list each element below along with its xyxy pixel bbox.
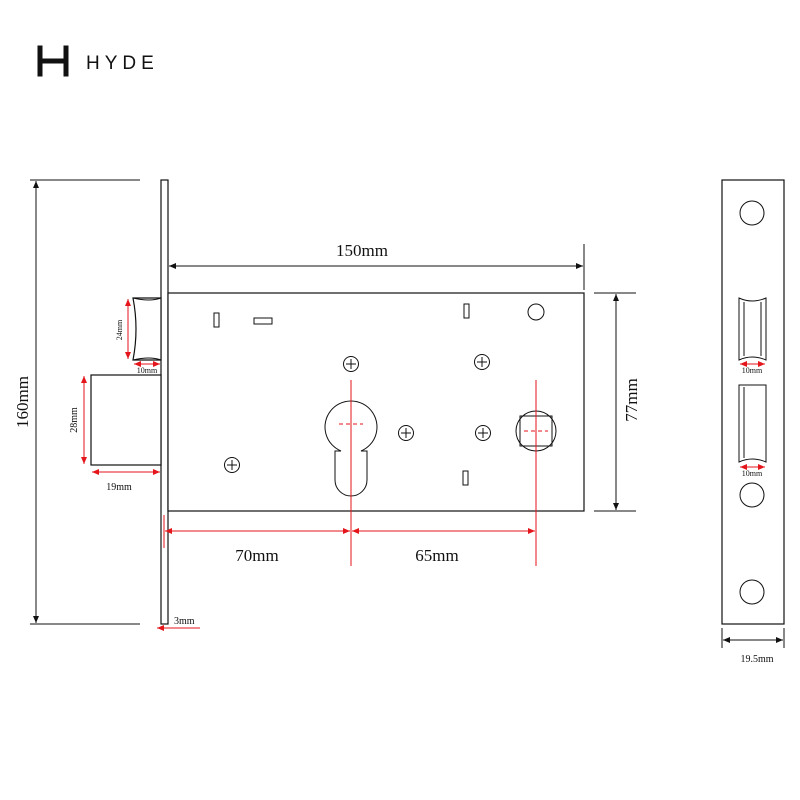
mounting-hole	[739, 200, 765, 226]
backset-dimension: 70mm	[165, 528, 350, 565]
deadbolt-height-label: 28mm	[69, 407, 80, 433]
faceplate-thickness-label: 3mm	[174, 616, 195, 627]
cylinder-cutout	[324, 400, 378, 497]
strike-bolt-opening	[738, 384, 767, 463]
screw-icon	[475, 425, 491, 441]
screw-icon	[398, 425, 414, 441]
deadbolt: 28mm 19mm	[69, 374, 162, 493]
brand-header: HYDE	[37, 45, 159, 77]
body-height-label: 77mm	[622, 378, 641, 421]
center-distance-label: 65mm	[415, 546, 458, 565]
faceplate	[160, 179, 169, 625]
screw-icon	[343, 356, 359, 372]
strike-plate: 10mm 10mm 19.5mm	[721, 179, 785, 665]
latch-depth-label: 10mm	[137, 366, 158, 375]
screw-icon	[474, 354, 490, 370]
lock-body	[167, 292, 585, 512]
hyde-logo-icon	[37, 45, 69, 77]
strike-latch-opening	[738, 297, 767, 361]
body-height-dimension: 77mm	[594, 292, 641, 512]
mounting-hole	[739, 482, 765, 508]
screw-icon	[224, 457, 240, 473]
strike-bolt-width-label: 10mm	[742, 469, 763, 478]
latch-bolt: 24mm 10mm	[115, 297, 162, 375]
body-hole	[527, 303, 545, 321]
body-width-dimension: 150mm	[167, 241, 585, 290]
brand-name: HYDE	[86, 53, 159, 74]
body-slot	[213, 312, 220, 328]
backset-label: 70mm	[235, 546, 278, 565]
latch-height-label: 24mm	[115, 319, 124, 340]
mounting-hole	[739, 579, 765, 605]
overall-height-label: 160mm	[13, 376, 32, 428]
faceplate-thickness-dimension: 3mm	[157, 616, 200, 631]
body-slot	[462, 470, 469, 486]
center-distance-dimension: 65mm	[352, 528, 535, 565]
body-slot	[253, 317, 273, 325]
strike-latch-width-label: 10mm	[742, 366, 763, 375]
body-width-label: 150mm	[336, 241, 388, 260]
overall-height-dimension: 160mm	[13, 179, 140, 625]
strike-width-label: 19.5mm	[740, 654, 773, 665]
body-slot	[463, 303, 470, 319]
deadbolt-throw-label: 19mm	[106, 482, 132, 493]
